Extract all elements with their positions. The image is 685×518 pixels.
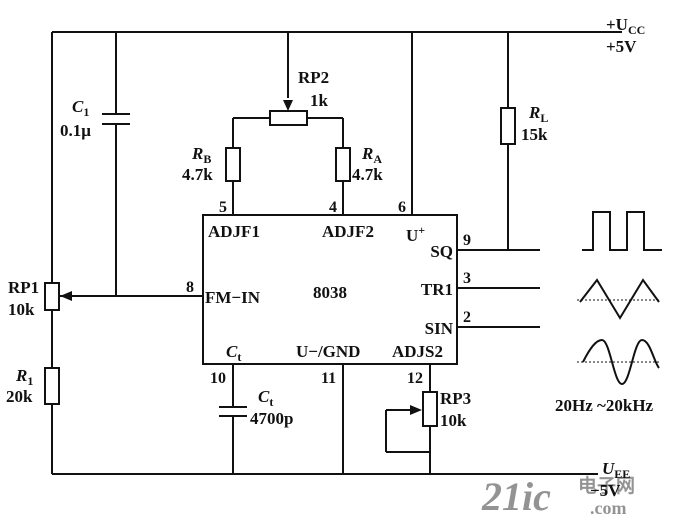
- resistor-ra: [335, 147, 351, 182]
- ra-value: 4.7k: [352, 165, 383, 184]
- triangle-wave-icon: [577, 278, 660, 320]
- resistor-r1: [44, 367, 60, 405]
- watermark-logo: 21ic 电子网 .com: [481, 474, 635, 518]
- pin-label-gnd: U−/GND: [296, 342, 360, 361]
- rp2-label: RP2: [298, 68, 329, 87]
- resistor-rl: [500, 107, 516, 145]
- pin-number-10: 10: [210, 370, 226, 387]
- potentiometer-rp3: [410, 391, 438, 427]
- rb-label: RB: [191, 144, 211, 166]
- rp3-label: RP3: [440, 389, 471, 408]
- pin-label-sin: SIN: [425, 319, 454, 338]
- svg-text:电子网: 电子网: [578, 474, 635, 497]
- vcc-value: +5V: [606, 37, 637, 56]
- capacitor-c1: [102, 113, 130, 125]
- pin-number-12: 12: [407, 370, 423, 387]
- pin-number-4: 4: [329, 199, 337, 216]
- pin-number-9: 9: [463, 232, 471, 249]
- pin-number-11: 11: [321, 370, 336, 387]
- pin-label-tr: TR1: [421, 280, 453, 299]
- vee-label: UEE: [602, 459, 630, 481]
- pin-label-sq: SQ: [430, 242, 453, 261]
- rl-label: RL: [528, 103, 548, 125]
- rp1-label: RP1: [8, 278, 39, 297]
- ra-label: RA: [361, 144, 382, 166]
- ct-label: Ct: [258, 387, 273, 409]
- r1-label: R1: [15, 366, 33, 388]
- pin-label-uplus: U+: [406, 223, 425, 245]
- ic-8038: [202, 214, 458, 365]
- pin-number-6: 6: [398, 199, 406, 216]
- rp2-value: 1k: [310, 91, 329, 110]
- pin-label-fmin: FM−IN: [205, 288, 261, 307]
- pin-number-2: 2: [463, 309, 471, 326]
- pin-label-adjs2: ADJS2: [392, 342, 443, 361]
- potentiometer-rp2: [269, 100, 308, 126]
- rl-value: 15k: [521, 125, 548, 144]
- rp1-value: 10k: [8, 300, 35, 319]
- resistor-rb: [225, 147, 241, 182]
- svg-text:21ic: 21ic: [481, 474, 551, 518]
- pin-label-adjf1: ADJF1: [208, 222, 260, 241]
- square-wave-icon: [582, 211, 662, 251]
- svg-text:.com: .com: [590, 498, 626, 518]
- wires: [51, 31, 622, 475]
- vee-value: −5V: [590, 481, 621, 500]
- capacitor-ct: [219, 406, 247, 417]
- c1-label: C1: [72, 97, 89, 119]
- pin-label-adjf2: ADJF2: [322, 222, 374, 241]
- rp3-value: 10k: [440, 411, 467, 430]
- c1-value: 0.1μ: [60, 121, 91, 140]
- pin-number-5: 5: [219, 199, 227, 216]
- potentiometer-rp1: [44, 282, 72, 311]
- pin-number-3: 3: [463, 270, 471, 287]
- pin-label-ct: Ct: [226, 342, 241, 364]
- ct-value: 4700p: [250, 409, 293, 428]
- frequency-range-label: 20Hz ~20kHz: [555, 396, 654, 415]
- rb-value: 4.7k: [182, 165, 213, 184]
- pin-number-8: 8: [186, 279, 194, 296]
- vcc-label: +UCC: [606, 15, 645, 37]
- chip-name: 8038: [313, 283, 347, 302]
- r1-value: 20k: [6, 387, 33, 406]
- sine-wave-icon: [577, 338, 660, 386]
